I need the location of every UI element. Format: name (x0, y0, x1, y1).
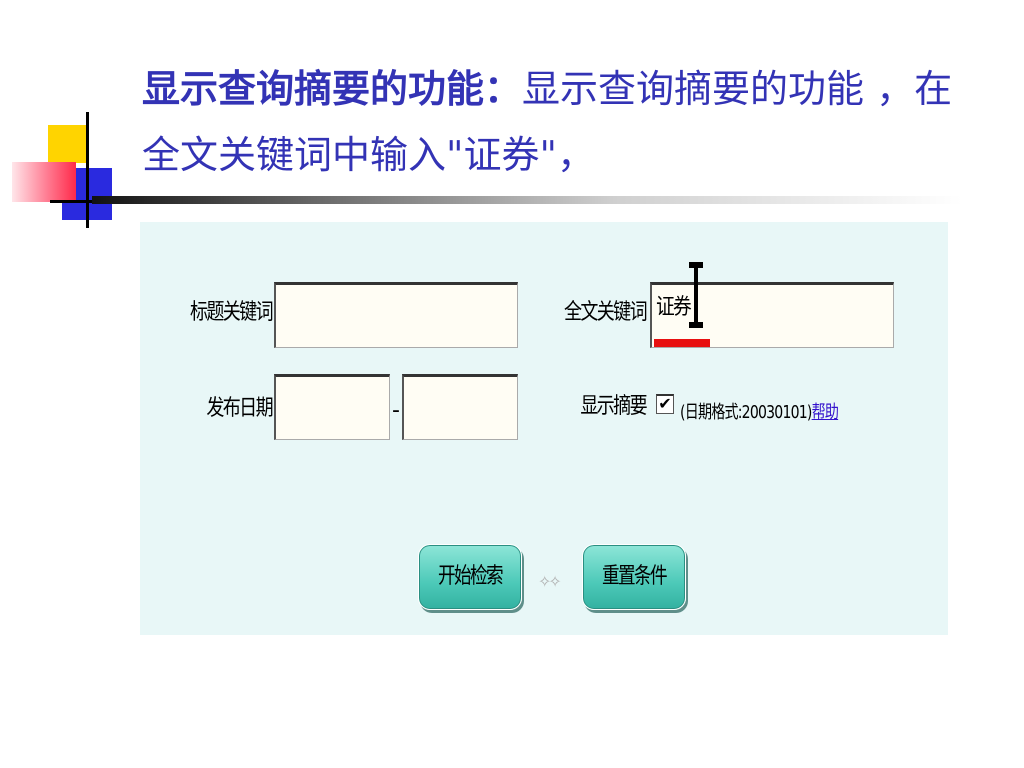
show-summary-checkbox[interactable]: ✔ (656, 394, 674, 414)
fulltext-keyword-value: 证券 (656, 295, 692, 320)
slide-corner-decoration (0, 0, 150, 240)
publish-date-label: 发布日期 (206, 396, 273, 421)
title-divider-rule (92, 196, 962, 204)
date-format-text: (日期格式:20030101) (680, 402, 812, 423)
date-range-separator: - (392, 398, 400, 423)
fulltext-keyword-input[interactable]: 证券 (650, 282, 894, 348)
search-form-panel: 标题关键词 全文关键词 证券 发布日期 - 显示摘要 ✔ (日期格式:20030… (140, 222, 948, 635)
input-highlight-underline (654, 339, 710, 347)
red-gradient-decoration (12, 162, 76, 202)
start-search-label: 开始检索 (437, 564, 504, 589)
vertical-line-decoration (86, 112, 89, 228)
slide-heading: 显示查询摘要的功能：显示查询摘要的功能 ，在全文关键词中输入"证券"， (142, 56, 972, 188)
date-format-hint: (日期格式:20030101)帮助 (680, 398, 839, 424)
button-separator-icon: ✧✧ (538, 572, 562, 591)
title-keyword-input[interactable] (274, 282, 518, 348)
text-cursor-icon (688, 262, 704, 328)
fulltext-keyword-label: 全文关键词 (563, 300, 648, 325)
help-link[interactable]: 帮助 (811, 402, 839, 423)
date-to-input[interactable] (402, 374, 518, 440)
date-from-input[interactable] (274, 374, 390, 440)
yellow-square-decoration (48, 125, 88, 163)
heading-normal-part: 显示查询摘要的功能 ，在全文关键词中输入"证券"， (142, 67, 953, 177)
reset-conditions-label: 重置条件 (601, 564, 668, 589)
title-keyword-label: 标题关键词 (189, 300, 274, 325)
start-search-button[interactable]: 开始检索 (418, 544, 522, 610)
reset-conditions-button[interactable]: 重置条件 (582, 544, 686, 610)
show-summary-label: 显示摘要 (580, 394, 647, 419)
heading-bold-part: 显示查询摘要的功能： (142, 66, 523, 111)
